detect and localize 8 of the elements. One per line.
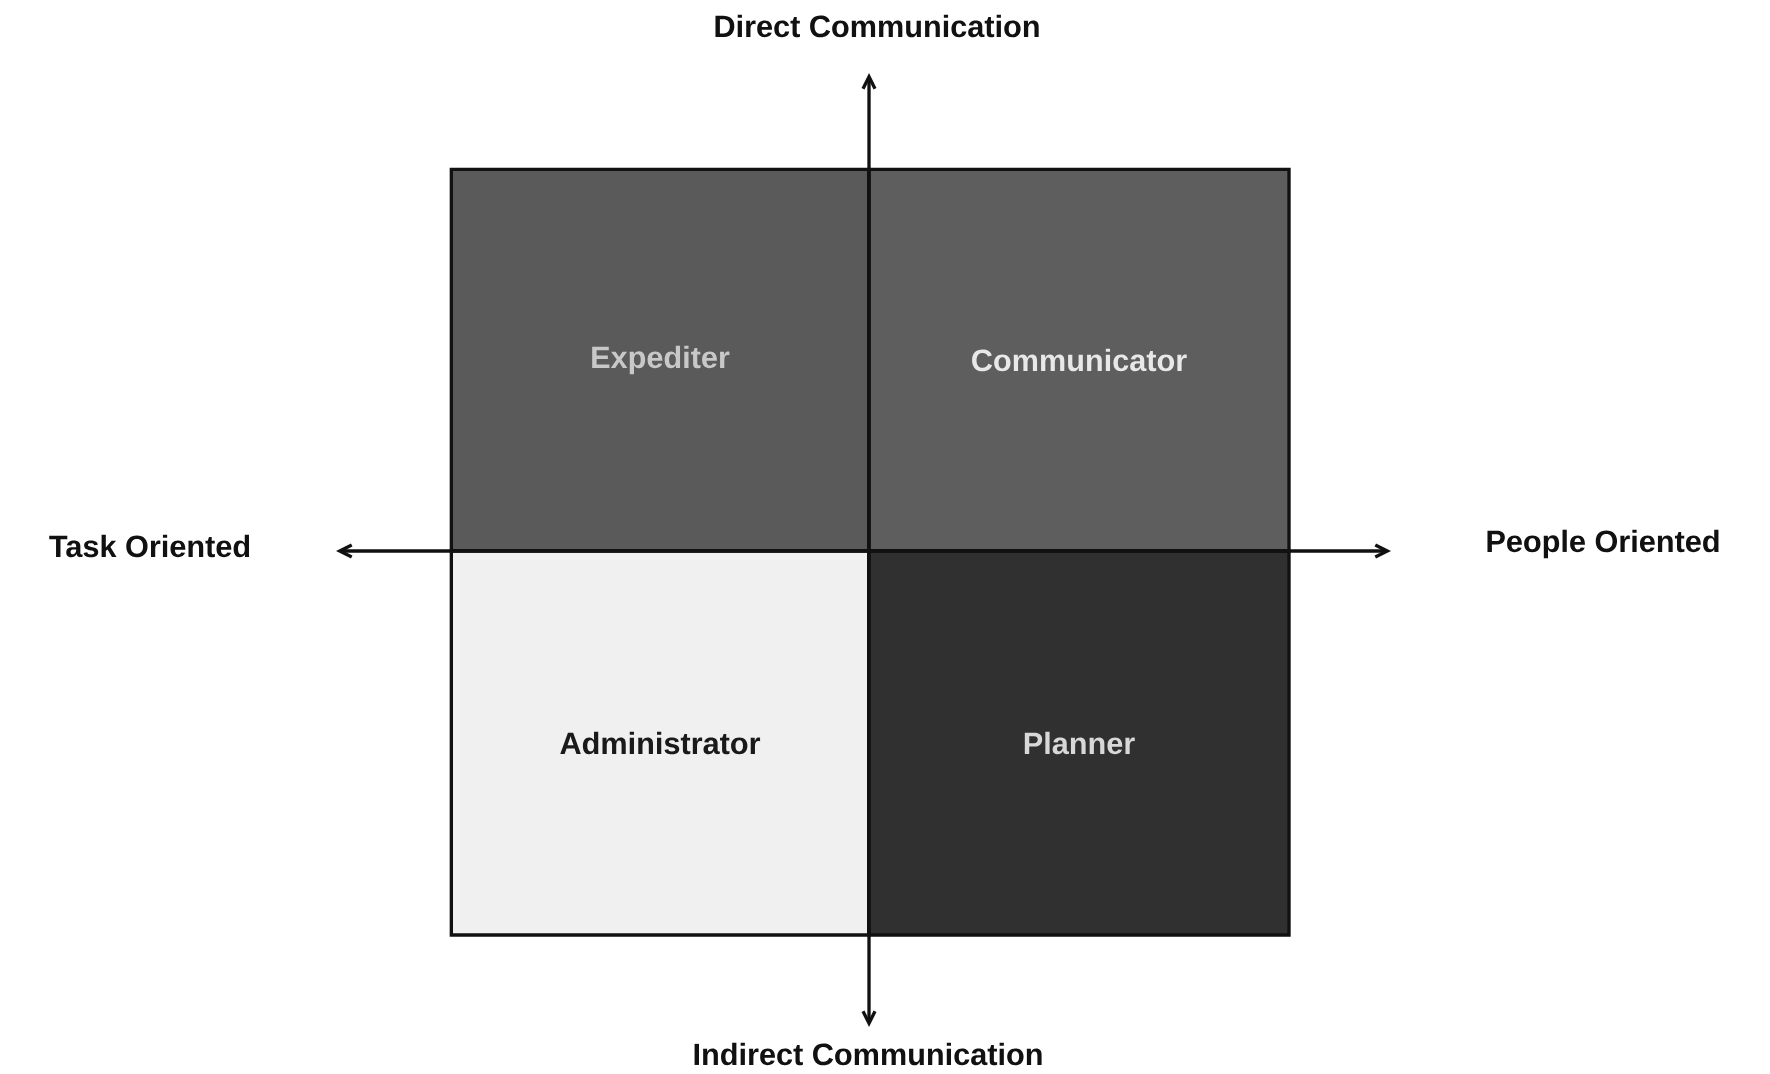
quadrant-box: Expediter xyxy=(449,167,871,553)
axis-label: Direct Communication xyxy=(715,14,1039,38)
axis-label: People Oriented xyxy=(1487,529,1719,559)
quadrant-box: Communicator xyxy=(867,167,1291,553)
quadrant-box: Planner xyxy=(867,549,1291,937)
axis-label: Task Oriented xyxy=(49,534,250,558)
axis-label: Indirect Communication xyxy=(694,1042,1042,1066)
quadrant-box: Administrator xyxy=(449,549,871,937)
